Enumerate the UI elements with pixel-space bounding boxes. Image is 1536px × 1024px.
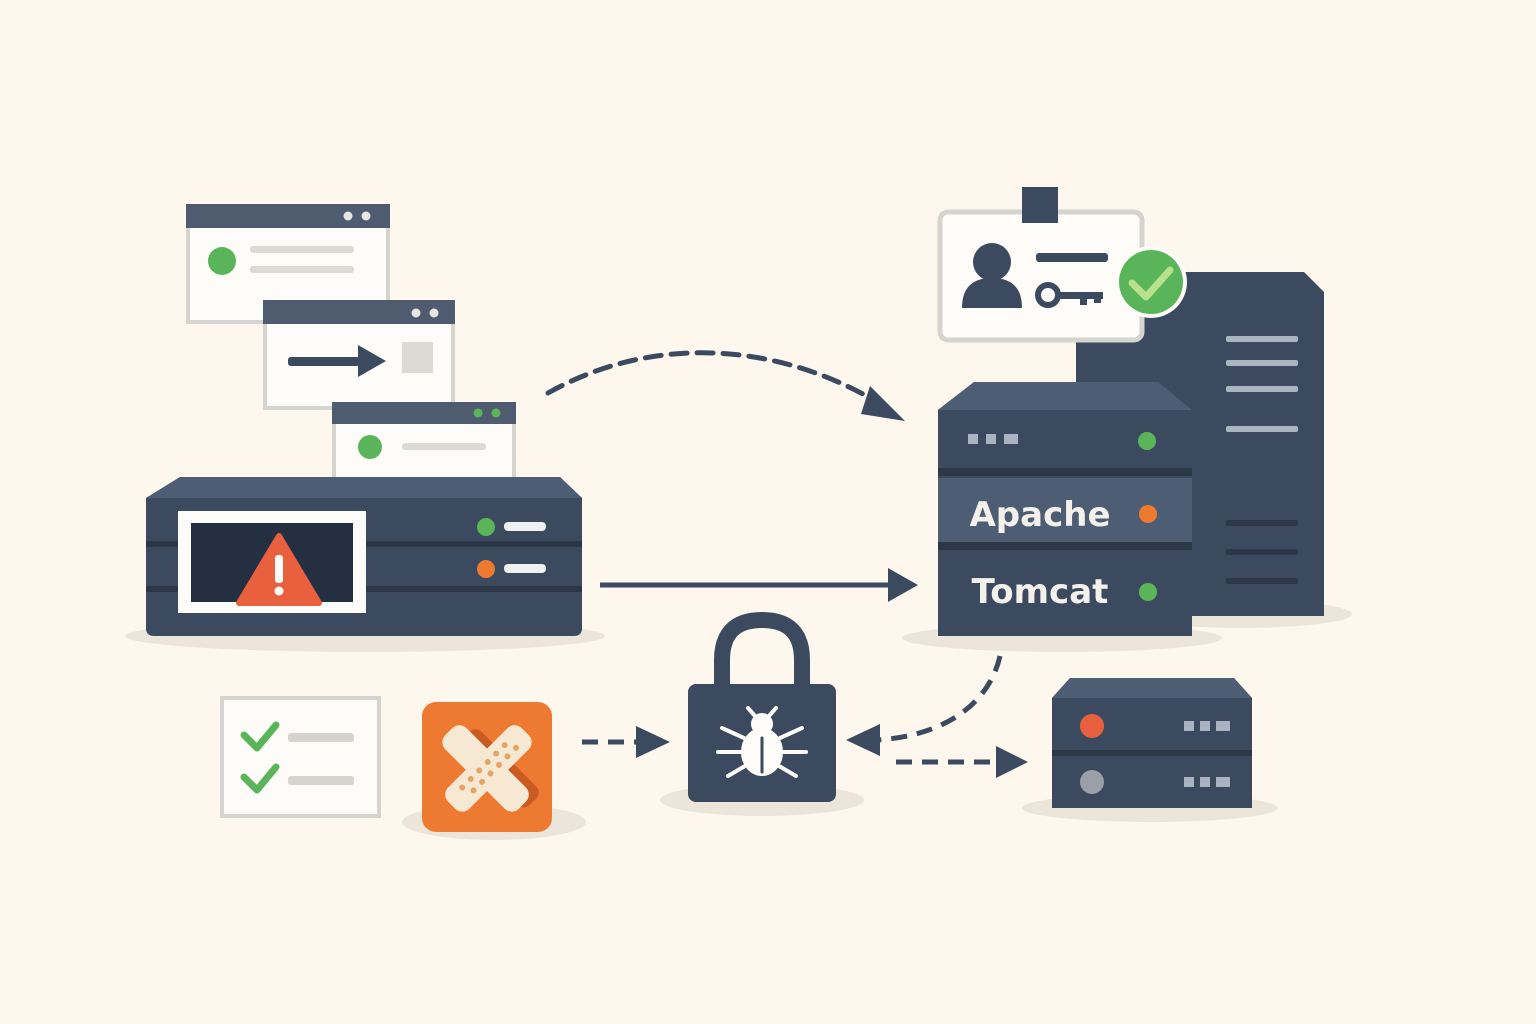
status-light-green — [1139, 583, 1157, 601]
status-dot-green — [358, 435, 382, 459]
user-icon — [973, 243, 1011, 281]
legacy-server — [125, 477, 605, 652]
status-dot-green — [208, 247, 236, 275]
status-light-green — [477, 518, 495, 536]
status-light-orange — [1139, 505, 1157, 523]
dashed-arrow-app-to-lock — [877, 655, 1003, 743]
id-badge-icon — [937, 187, 1145, 343]
browser-window-3 — [332, 402, 516, 488]
padlock-icon — [660, 611, 864, 816]
warning-triangle-icon — [236, 533, 322, 606]
arrowhead — [846, 724, 880, 756]
bandage-patch-icon — [402, 702, 586, 840]
status-light-green — [1138, 432, 1156, 450]
status-light-orange — [477, 560, 495, 578]
checklist-icon — [220, 696, 381, 818]
arrowhead — [861, 386, 905, 421]
browser-window-2 — [263, 300, 455, 410]
tomcat-label: Tomcat — [972, 572, 1109, 612]
status-light-red — [1080, 714, 1104, 738]
storage-server — [1022, 678, 1278, 822]
dashed-arrow-windows-to-server — [545, 350, 893, 413]
arrowhead — [636, 726, 670, 758]
browser-window-1 — [186, 204, 390, 324]
bug-icon — [716, 706, 808, 778]
key-icon — [1035, 282, 1103, 308]
app-server-stack: Apache Tomcat — [902, 382, 1222, 652]
arrowhead — [888, 568, 918, 602]
arrow-icon — [288, 345, 386, 377]
check-badge-icon — [1115, 246, 1187, 318]
arrowhead — [996, 746, 1028, 778]
status-light-grey — [1080, 770, 1104, 794]
apache-label: Apache — [969, 495, 1110, 535]
